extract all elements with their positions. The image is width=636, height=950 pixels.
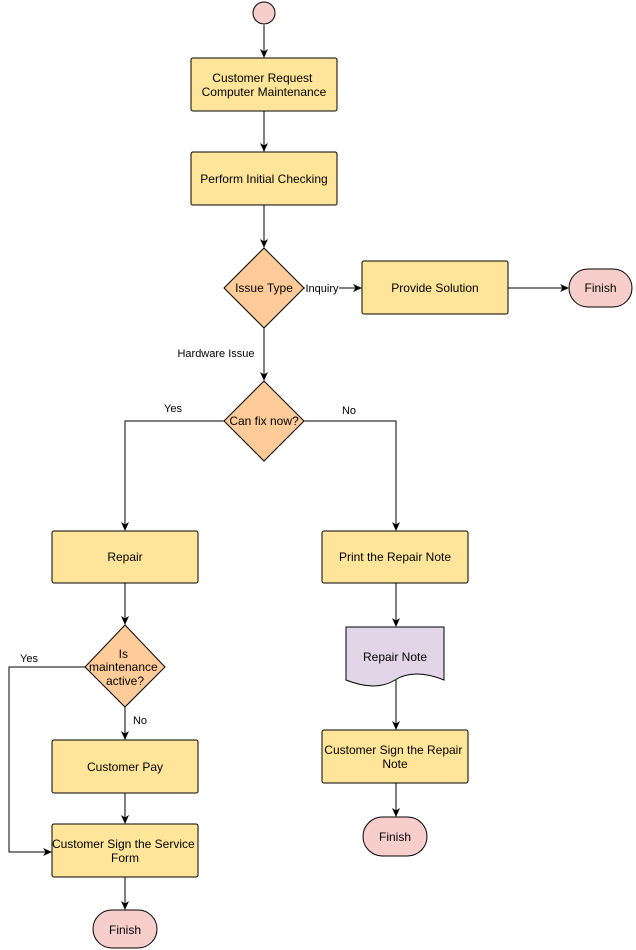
edge-label-fix-yes: Yes: [164, 403, 182, 415]
edge-label-maint-no: No: [133, 715, 147, 727]
node-repair[interactable]: Repair: [51, 530, 199, 584]
node-issue-type[interactable]: Issue Type: [223, 247, 305, 329]
node-customer-request-line2: Computer Maintenance: [202, 85, 327, 99]
node-print-repair-note[interactable]: Print the Repair Note: [321, 530, 469, 584]
svg-text:Print the Repair Note: Print the Repair Note: [339, 550, 451, 564]
node-sign-repair-note-line2: Note: [382, 757, 408, 771]
svg-text:Issue Type: Issue Type: [235, 281, 293, 295]
node-finish-top-label: Finish: [584, 281, 616, 295]
svg-text:Is maintenance act: Is maintenance active?: [89, 647, 161, 688]
edge-label-hardware-issue: Hardware Issue: [177, 348, 254, 360]
svg-text:Customer Pay: Customer Pay: [87, 760, 163, 774]
svg-text:Customer Sign the Repair: Customer Sign the Repair Note: [324, 743, 465, 771]
node-sign-repair-note[interactable]: Customer Sign the Repair Note: [321, 729, 469, 784]
svg-text:Repair Note: Repair Note: [363, 650, 427, 664]
node-maintenance-active-line3: active?: [106, 674, 144, 688]
edge-label-fix-no: No: [342, 405, 356, 417]
edge-label-maint-yes: Yes: [20, 653, 38, 665]
node-sign-repair-note-line1: Customer Sign the Repair: [324, 743, 462, 757]
node-finish-right-label: Finish: [379, 830, 411, 844]
node-finish-left-label: Finish: [109, 923, 141, 937]
node-maintenance-active-line1: Is: [119, 647, 128, 661]
node-maintenance-active[interactable]: Is maintenance active?: [84, 624, 166, 708]
node-customer-request-line1: Customer Request: [212, 71, 313, 85]
node-repair-note-document[interactable]: Repair Note: [345, 626, 445, 687]
node-can-fix-now[interactable]: Can fix now?: [223, 380, 305, 462]
svg-text:Finish: Finish: [109, 923, 141, 937]
node-provide-solution[interactable]: Provide Solution: [361, 260, 509, 315]
node-finish-right[interactable]: Finish: [362, 816, 428, 857]
node-initial-checking-label: Perform Initial Checking: [200, 172, 327, 186]
svg-text:Can fix now?: Can fix now?: [229, 414, 299, 428]
node-customer-request[interactable]: Customer Request Computer Maintenance: [190, 57, 338, 112]
svg-text:Finish: Finish: [584, 281, 616, 295]
edge-maintenance-yes: [8, 666, 85, 856]
svg-text:Provide Solution: Provide Solution: [391, 281, 478, 295]
svg-text:Perform Initial Checking: Perform Initial Checking: [200, 172, 327, 186]
node-customer-pay-label: Customer Pay: [87, 760, 163, 774]
edges: [8, 25, 569, 910]
svg-text:Finish: Finish: [379, 830, 411, 844]
edge-label-inquiry: Inquiry: [305, 283, 339, 295]
node-sign-service-form-line2: Form: [111, 851, 139, 865]
start-node[interactable]: [252, 1, 276, 25]
node-repair-label: Repair: [107, 550, 142, 564]
svg-text:Repair: Repair: [107, 550, 142, 564]
node-initial-checking[interactable]: Perform Initial Checking: [190, 151, 338, 206]
node-finish-left[interactable]: Finish: [92, 909, 158, 949]
node-provide-solution-label: Provide Solution: [391, 281, 478, 295]
node-maintenance-active-line2: maintenance: [89, 660, 158, 674]
node-print-repair-note-label: Print the Repair Note: [339, 550, 451, 564]
node-customer-pay[interactable]: Customer Pay: [51, 739, 199, 794]
node-finish-top[interactable]: Finish: [568, 268, 633, 308]
node-sign-service-form[interactable]: Customer Sign the Service Form: [51, 823, 199, 878]
edge-can-fix-yes: [121, 420, 224, 531]
node-repair-note-document-label: Repair Note: [363, 650, 427, 664]
node-sign-service-form-line1: Customer Sign the Service: [52, 837, 195, 851]
edge-can-fix-no: [304, 420, 400, 531]
node-can-fix-now-label: Can fix now?: [229, 414, 299, 428]
node-issue-type-label: Issue Type: [235, 281, 293, 295]
svg-text:Customer Sign the Service: Customer Sign the Service Form: [52, 837, 198, 865]
svg-text:Customer Request Compute: Customer Request Computer Maintenance: [202, 71, 327, 99]
